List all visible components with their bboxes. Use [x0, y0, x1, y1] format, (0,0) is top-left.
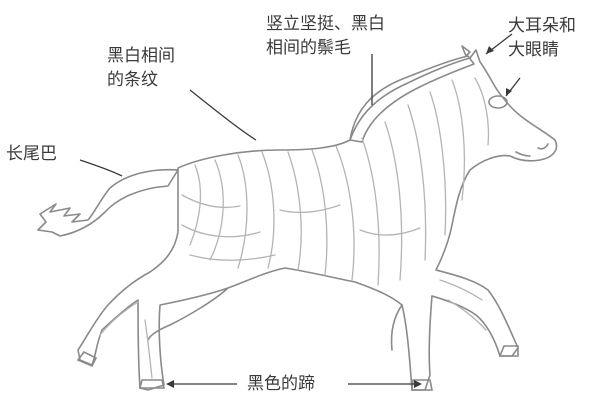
zebra-tail [37, 168, 179, 237]
zebra-mouth [515, 151, 531, 157]
zebra-eye [488, 95, 508, 109]
arrowhead-hooves-right [414, 380, 422, 388]
zebra-far-hind-leg [147, 287, 229, 341]
label-hooves: 黑色的蹄 [243, 372, 319, 396]
label-stripes: 黑白相间 的条纹 [107, 44, 175, 92]
arrowhead-ears [486, 46, 494, 54]
zebra-stripes [99, 77, 490, 379]
zebra-mane [349, 55, 475, 143]
leader-line-tail [79, 159, 123, 177]
label-stripes-line1: 黑白相间 [107, 46, 175, 66]
label-mane: 竖立坚挺、黑白 相间的鬃毛 [266, 12, 385, 60]
label-mane-line2: 相间的鬃毛 [266, 38, 351, 58]
label-ears-line1: 大耳朵和 [508, 16, 576, 36]
leader-arrowheads [166, 46, 512, 388]
arrowhead-hooves-left [166, 380, 174, 388]
zebra-ear [461, 45, 471, 57]
label-ears-eyes: 大耳朵和 大眼睛 [508, 14, 576, 62]
label-stripes-line2: 的条纹 [107, 70, 158, 90]
label-ears-line2: 大眼睛 [508, 40, 559, 60]
label-tail: 长尾巴 [6, 144, 57, 164]
label-mane-line1: 竖立坚挺、黑白 [266, 14, 385, 34]
zebra-nostril [537, 143, 549, 150]
zebra-far-fore-leg [390, 304, 403, 351]
arrowhead-eyes [506, 88, 512, 96]
leader-line-stripes [189, 89, 257, 141]
zebra-hooves [76, 345, 519, 391]
